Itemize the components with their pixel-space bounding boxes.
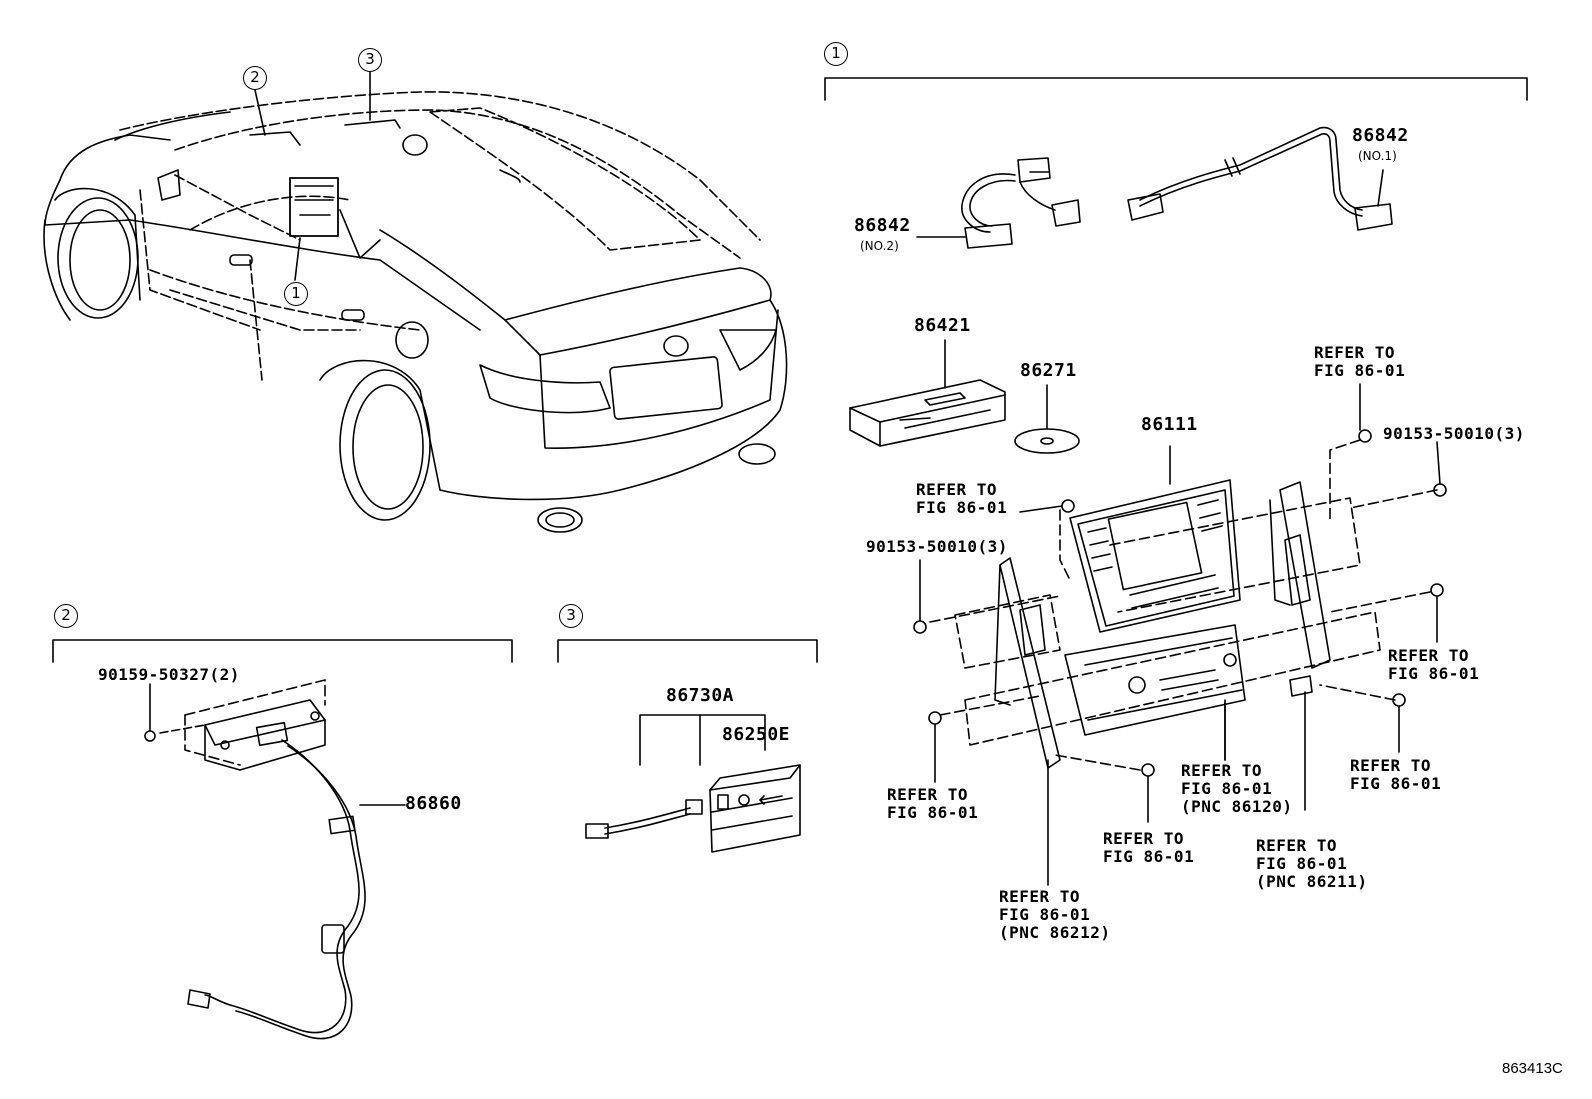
part-86250e: 86250E (722, 724, 791, 745)
refer-note-left: REFER TO FIG 86-01 (887, 785, 979, 822)
display-86111 (1064, 445, 1246, 761)
part-86842-no2: 86842 (854, 215, 911, 236)
assembly-guides (929, 439, 1438, 771)
harness-86842-no2 (916, 157, 1081, 249)
section2-bracket (52, 639, 513, 663)
callout-1-car: 1 (284, 282, 308, 306)
module-86250e (585, 714, 801, 853)
refer-note-bottom-mid: REFER TO FIG 86-01 (1103, 829, 1195, 866)
callout-2-car: 2 (243, 66, 267, 90)
refer-note-86211: REFER TO FIG 86-01 (PNC 86211) (1256, 836, 1368, 891)
callout-3-car: 3 (358, 48, 382, 72)
refer-note-top-left: REFER TO FIG 86-01 (916, 480, 1008, 517)
callout-1-section: 1 (824, 42, 848, 66)
module-86860 (144, 679, 406, 1040)
part-86421: 86421 (914, 315, 971, 336)
callout-2-section: 2 (54, 604, 78, 628)
part-86111: 86111 (1141, 414, 1198, 435)
part-86730a: 86730A (666, 685, 735, 706)
refer-note-low-right: REFER TO FIG 86-01 (1350, 756, 1442, 793)
section1-bracket (824, 77, 1528, 101)
car-illustration (43, 71, 788, 533)
bolt-label-left: 90153-50010(3) (866, 537, 1008, 556)
refer-note-mid-right: REFER TO FIG 86-01 (1388, 646, 1480, 683)
refer-note-86212: REFER TO FIG 86-01 (PNC 86212) (999, 887, 1111, 942)
part-86860: 86860 (405, 793, 462, 814)
figure-code: 863413C (1502, 1060, 1563, 1077)
unit-86421 (849, 339, 1006, 447)
refer-note-86120: REFER TO FIG 86-01 (PNC 86120) (1181, 761, 1293, 816)
bolt-label-section2: 90159-50327(2) (98, 665, 240, 684)
callout-3-section: 3 (559, 604, 583, 628)
section3-bracket (557, 639, 818, 663)
refer-note-top-right: REFER TO FIG 86-01 (1314, 343, 1406, 380)
bolts-section1 (913, 383, 1447, 823)
part-86842-no1-note: (NO.1) (1358, 149, 1397, 163)
harness-86842-no1 (1127, 126, 1393, 231)
part-86271: 86271 (1020, 360, 1077, 381)
part-86842-no1: 86842 (1352, 125, 1409, 146)
part-86842-no2-note: (NO.2) (860, 239, 899, 253)
disc-86271 (1014, 384, 1080, 454)
bolt-label-right: 90153-50010(3) (1383, 424, 1525, 443)
